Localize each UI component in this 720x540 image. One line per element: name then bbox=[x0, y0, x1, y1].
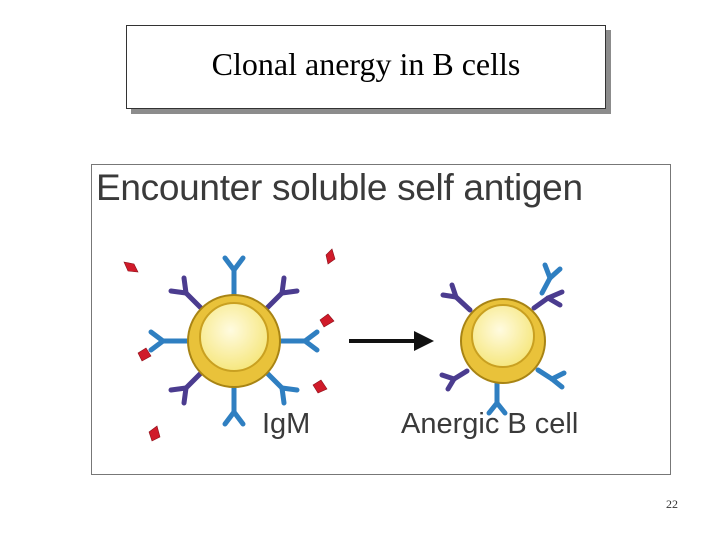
cell-interior bbox=[199, 302, 269, 372]
igm-receptor bbox=[222, 384, 246, 427]
b-cell bbox=[148, 255, 320, 427]
igm-receptor bbox=[539, 262, 563, 296]
antigen bbox=[325, 248, 336, 265]
igm-label: IgM bbox=[262, 408, 311, 440]
igm-receptor bbox=[277, 329, 320, 353]
membrane-receptor bbox=[264, 275, 300, 311]
anergic-b-cell-label: Anergic B cell bbox=[401, 408, 579, 440]
igm-receptor bbox=[486, 380, 508, 416]
antigen bbox=[148, 425, 161, 442]
b-cell-anergy-figure: Encounter soluble self antigen bbox=[91, 164, 671, 475]
receptor-layer bbox=[148, 255, 320, 427]
antigen bbox=[123, 261, 139, 273]
membrane-receptor bbox=[168, 275, 204, 311]
antigen bbox=[312, 379, 328, 394]
membrane-receptor bbox=[168, 370, 204, 406]
igm-receptor bbox=[535, 367, 567, 390]
figure-heading: Encounter soluble self antigen bbox=[96, 167, 583, 208]
title-box: Clonal anergy in B cells bbox=[126, 25, 606, 109]
membrane-receptor bbox=[439, 368, 470, 392]
igm-receptor bbox=[222, 255, 246, 298]
figure-illustration bbox=[123, 248, 567, 442]
antigen bbox=[319, 313, 335, 328]
anergic-b-cell bbox=[439, 262, 567, 416]
soluble-antigens bbox=[123, 248, 336, 442]
slide-number: 22 bbox=[666, 497, 678, 511]
igm-receptor bbox=[148, 329, 191, 353]
igm-receptor bbox=[264, 370, 300, 406]
receptor-layer bbox=[439, 262, 567, 416]
cell-interior bbox=[471, 304, 535, 368]
slide-title: Clonal anergy in B cells bbox=[211, 45, 521, 82]
membrane-receptor bbox=[531, 289, 565, 311]
membrane-receptor bbox=[440, 282, 473, 313]
antigen bbox=[137, 347, 152, 362]
transition-arrow bbox=[349, 331, 434, 351]
